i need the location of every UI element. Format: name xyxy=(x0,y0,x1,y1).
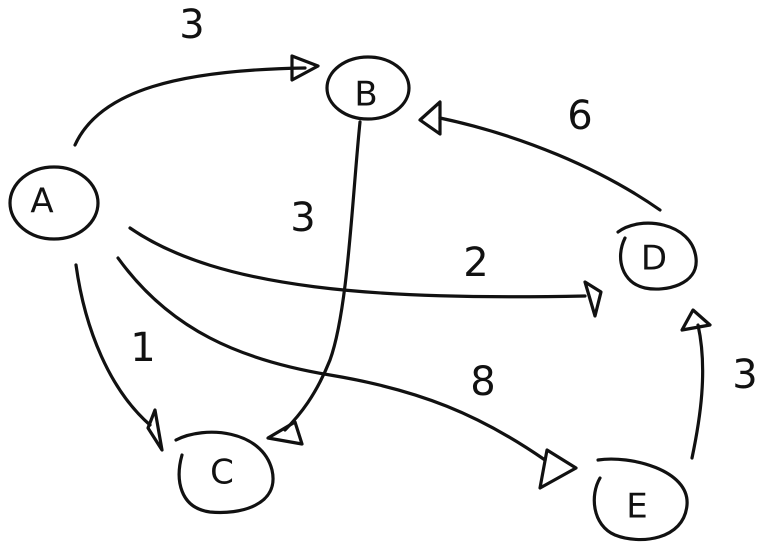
node-b-label: B xyxy=(354,75,377,115)
node-a: A xyxy=(8,165,100,241)
edge-e-d-weight: 3 xyxy=(732,352,757,398)
edge-d-b-arrowhead xyxy=(418,100,442,136)
edge-a-e-line xyxy=(116,256,547,462)
node-c-circle xyxy=(174,430,275,515)
node-e-label: E xyxy=(626,487,647,527)
edge-a-c-arrowhead xyxy=(146,408,164,452)
edge-b-c-line xyxy=(283,120,362,432)
edge-a-b: 3 xyxy=(73,2,320,147)
edge-d-b-line xyxy=(438,116,662,212)
edge-a-d-line xyxy=(128,226,587,299)
node-c: C xyxy=(174,430,275,515)
node-c-label: C xyxy=(210,453,234,493)
node-b-circle xyxy=(325,55,411,121)
node-e: E xyxy=(592,457,689,542)
edge-a-c-line xyxy=(74,263,152,427)
edge-d-b: 6 xyxy=(418,93,662,212)
node-b: B xyxy=(325,55,411,121)
node-d-circle xyxy=(616,221,698,291)
edge-a-b-weight: 3 xyxy=(179,2,204,48)
node-d-label: D xyxy=(641,239,667,279)
node-a-label: A xyxy=(30,182,53,222)
edge-a-e-weight: 8 xyxy=(470,359,495,405)
edge-b-c-weight: 3 xyxy=(290,195,315,241)
edge-a-e: 8 xyxy=(116,256,578,490)
edge-a-b-arrowhead xyxy=(290,54,320,82)
edge-a-c: 1 xyxy=(74,263,164,452)
edge-a-b-line xyxy=(73,66,307,147)
edge-a-d: 2 xyxy=(128,226,603,318)
edge-e-d: 3 xyxy=(680,308,758,460)
edge-a-d-weight: 2 xyxy=(463,240,488,286)
node-d: D xyxy=(616,221,698,291)
edge-b-c: 3 xyxy=(266,120,362,446)
edge-b-c-arrowhead xyxy=(266,420,304,446)
edge-e-d-arrowhead xyxy=(680,308,712,332)
edge-a-e-arrowhead xyxy=(538,448,578,490)
node-e-circle xyxy=(592,457,689,542)
edge-a-d-arrowhead xyxy=(583,280,603,318)
edge-a-c-weight: 1 xyxy=(130,325,155,371)
edge-d-b-weight: 6 xyxy=(567,93,592,139)
node-a-circle xyxy=(8,165,100,241)
edge-e-d-line xyxy=(690,323,705,460)
